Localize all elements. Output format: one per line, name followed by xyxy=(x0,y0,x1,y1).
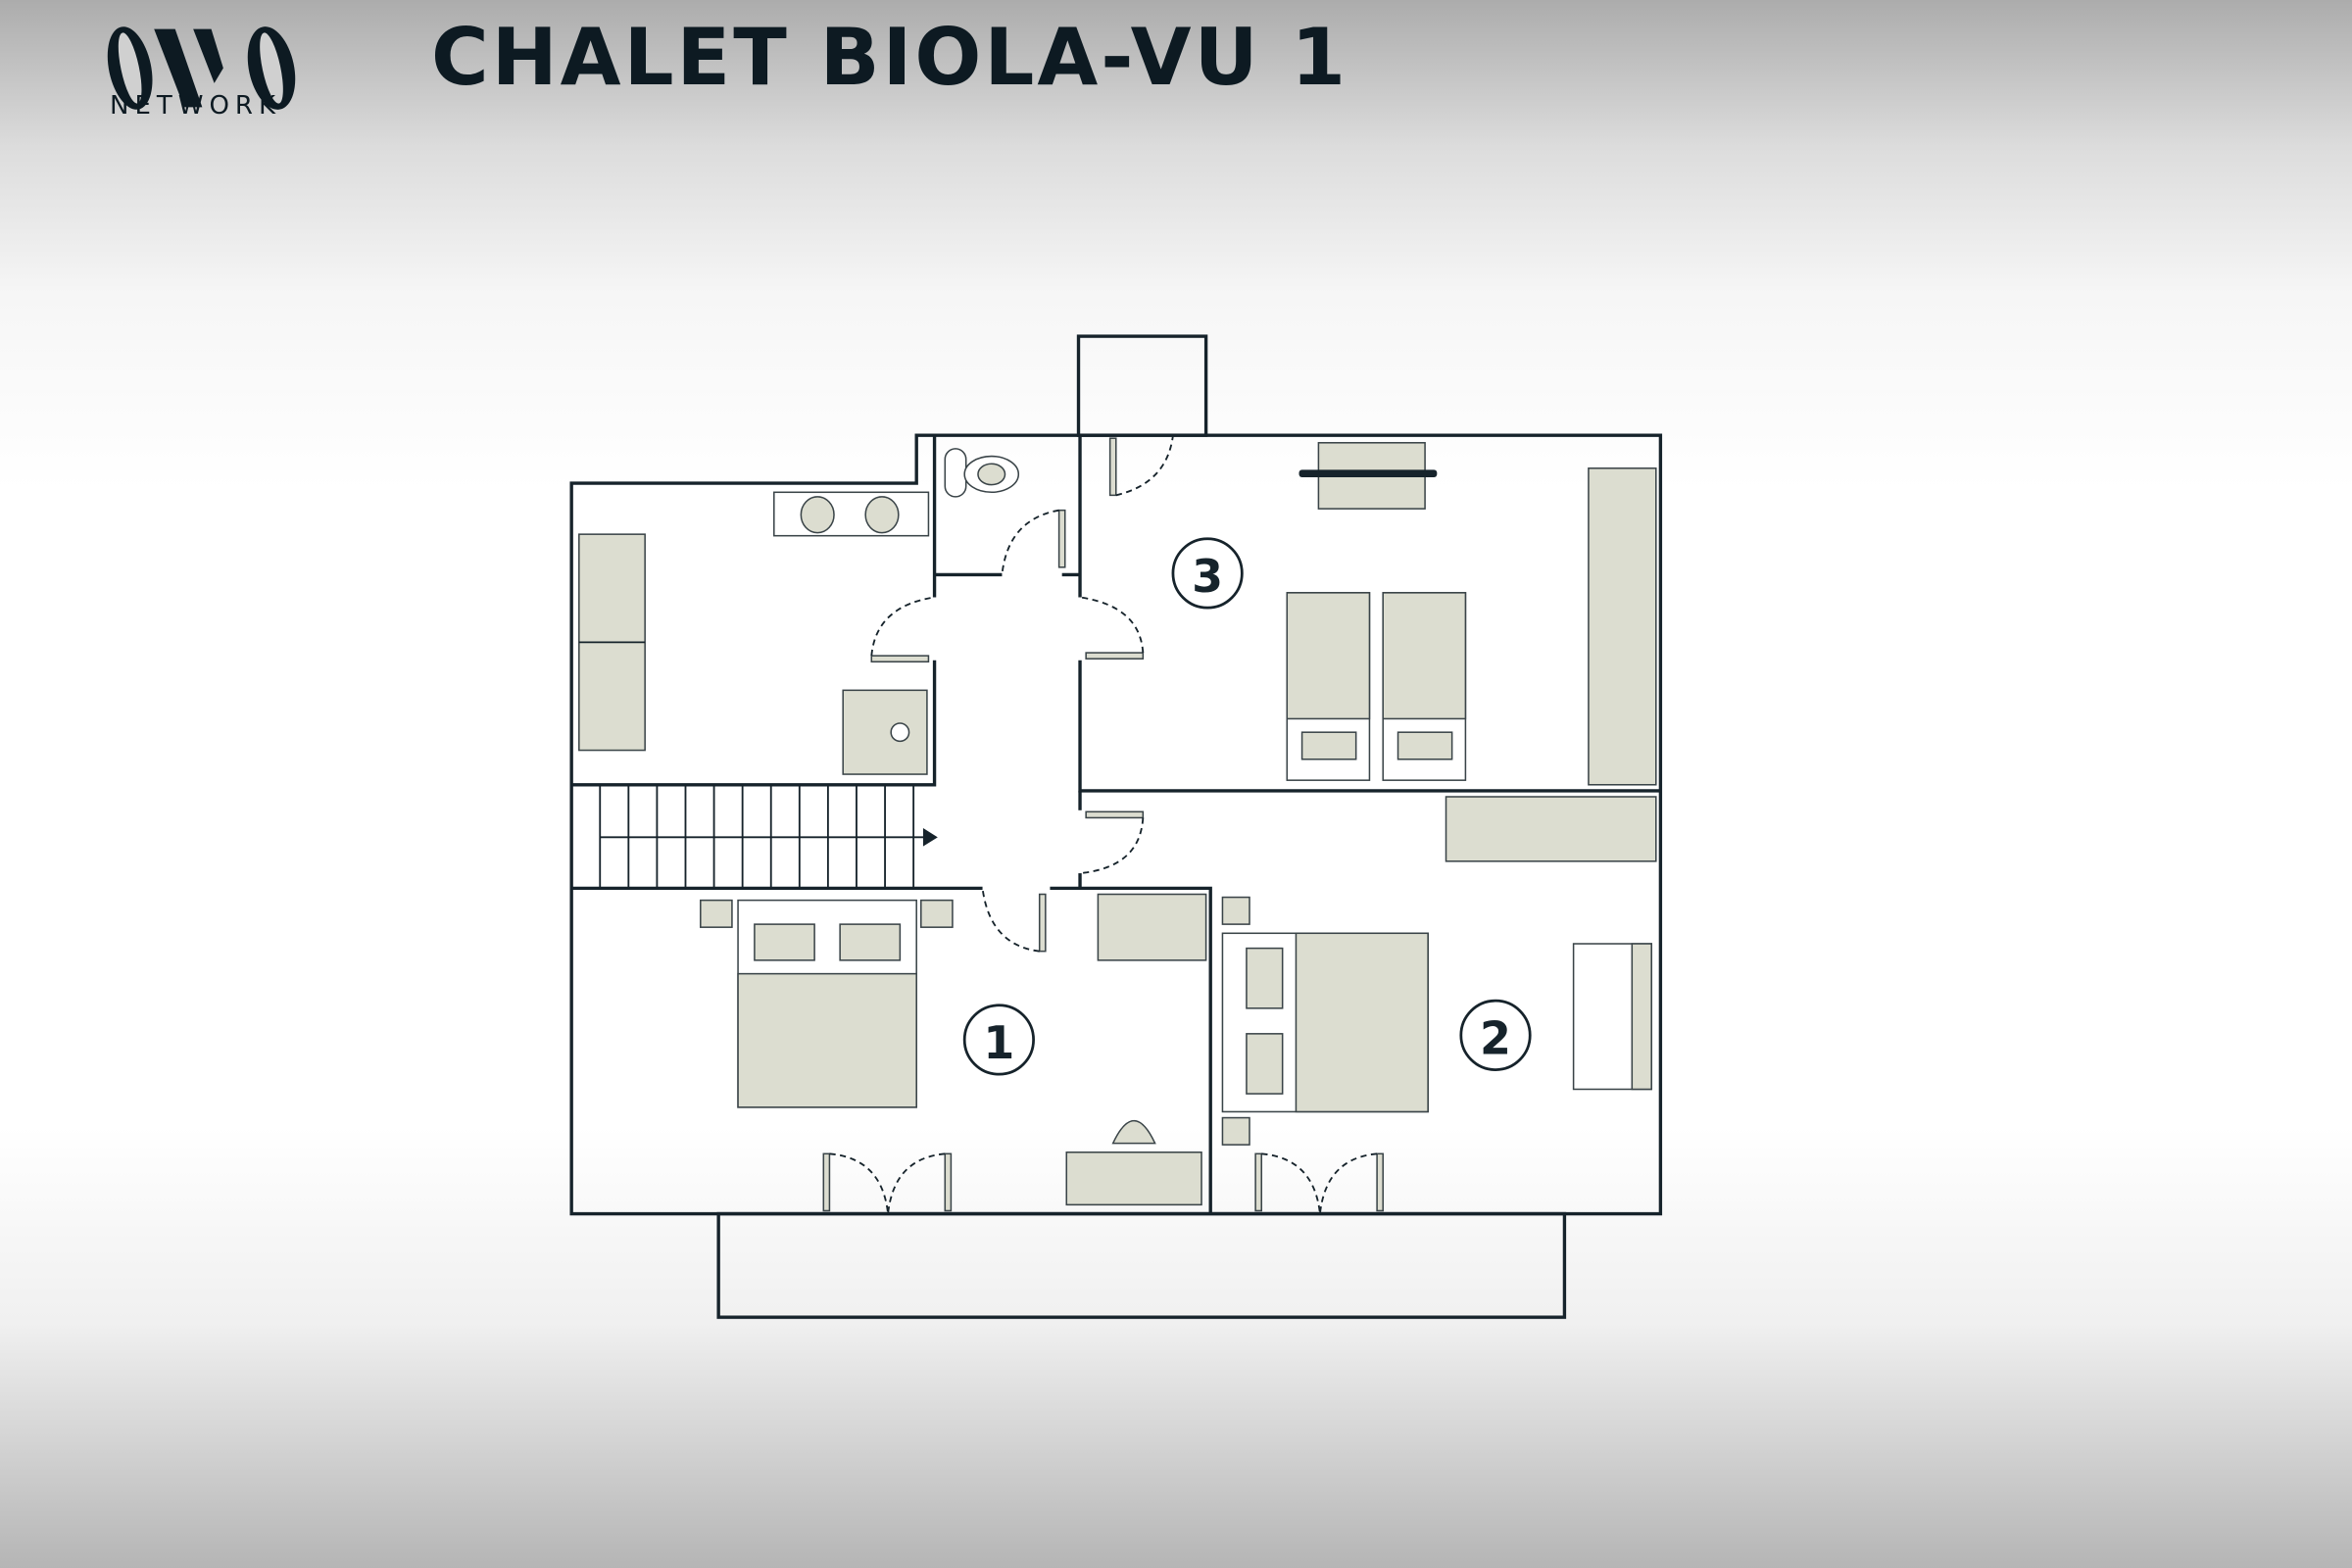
room-2-furniture xyxy=(1221,796,1657,1146)
staircase xyxy=(599,784,938,889)
room-3-furniture xyxy=(1286,442,1657,786)
bathroom-fixtures xyxy=(578,448,1020,775)
balcony xyxy=(716,1211,1567,1319)
desk xyxy=(1065,1152,1202,1206)
brand-logo xyxy=(107,26,296,110)
svg-text:1: 1 xyxy=(983,1016,1014,1069)
room-1-furniture xyxy=(700,893,1207,1206)
svg-text:2: 2 xyxy=(1480,1011,1511,1064)
svg-text:3: 3 xyxy=(1192,550,1223,603)
doors xyxy=(822,435,1384,1214)
room-label-2: 2 xyxy=(1459,999,1532,1071)
wardrobe xyxy=(1588,467,1657,786)
room-label-1: 1 xyxy=(962,1004,1035,1076)
chair-icon xyxy=(1111,1119,1156,1145)
shower-icon xyxy=(842,689,928,775)
tv-icon xyxy=(1298,469,1438,477)
outer-wall xyxy=(569,433,1663,1216)
room-label-3: 3 xyxy=(1171,537,1244,610)
sink-icon xyxy=(864,496,900,534)
wardrobe xyxy=(1097,893,1207,961)
entry-landing xyxy=(1076,334,1208,437)
sink-icon xyxy=(800,496,835,534)
logo-text: NETWORK xyxy=(110,91,282,121)
wardrobe xyxy=(1445,796,1657,862)
page-title: CHALET BIOLA-VU 1 xyxy=(431,12,1349,103)
